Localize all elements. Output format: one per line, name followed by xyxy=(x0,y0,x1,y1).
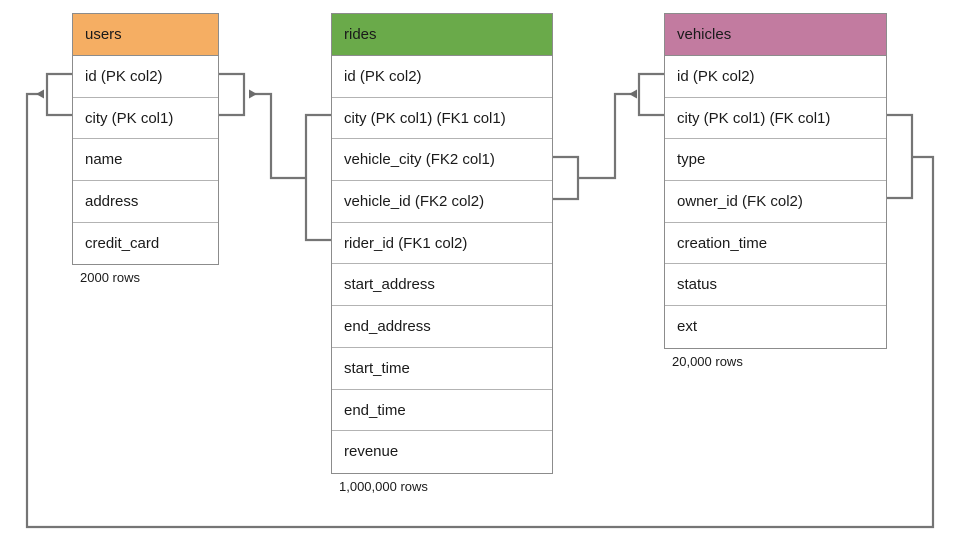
table-users-column-1[interactable]: city (PK col1) xyxy=(73,97,218,140)
table-vehicles-column-2[interactable]: type xyxy=(665,139,886,182)
connector-rides-left-bracket xyxy=(304,113,331,242)
connector-users-left-bracket xyxy=(45,72,72,117)
connector-vehicles-left-bracket xyxy=(637,72,664,117)
table-rides-column-0[interactable]: id (PK col2) xyxy=(332,56,552,98)
connector-vehicles-right-bracket xyxy=(887,113,914,200)
table-rides-column-4[interactable]: rider_id (FK1 col2) xyxy=(332,222,552,265)
table-users-row-count: 2000 rows xyxy=(80,270,140,285)
table-users[interactable]: users id (PK col2) city (PK col1) name a… xyxy=(72,13,219,266)
table-rides-column-9[interactable]: revenue xyxy=(332,431,552,473)
table-rides-header: rides xyxy=(332,14,552,56)
table-vehicles-row-count: 20,000 rows xyxy=(672,354,743,369)
table-rides-column-2[interactable]: vehicle_city (FK2 col1) xyxy=(332,139,552,182)
table-rides-column-7[interactable]: start_time xyxy=(332,347,552,390)
table-rides-row-count: 1,000,000 rows xyxy=(339,479,428,494)
table-rides-column-3[interactable]: vehicle_id (FK2 col2) xyxy=(332,181,552,223)
table-vehicles-header: vehicles xyxy=(665,14,886,56)
table-users-column-3[interactable]: address xyxy=(73,181,218,223)
table-users-column-0[interactable]: id (PK col2) xyxy=(73,56,218,98)
connector-users-right-bracket xyxy=(219,72,246,117)
table-users-header: users xyxy=(73,14,218,56)
table-vehicles-column-1[interactable]: city (PK col1) (FK col1) xyxy=(665,97,886,140)
table-vehicles-column-3[interactable]: owner_id (FK col2) xyxy=(665,181,886,223)
table-users-column-4[interactable]: credit_card xyxy=(73,222,218,265)
table-vehicles-column-5[interactable]: status xyxy=(665,264,886,307)
table-vehicles-column-0[interactable]: id (PK col2) xyxy=(665,56,886,98)
table-vehicles-column-6[interactable]: ext xyxy=(665,306,886,348)
table-rides-column-8[interactable]: end_time xyxy=(332,389,552,432)
table-rides-column-1[interactable]: city (PK col1) (FK1 col1) xyxy=(332,97,552,140)
table-vehicles-column-4[interactable]: creation_time xyxy=(665,222,886,265)
connector-rides-fk1-to-users xyxy=(249,89,306,180)
connector-rides-right-bracket xyxy=(553,155,580,201)
table-rides-column-5[interactable]: start_address xyxy=(332,264,552,307)
table-users-column-2[interactable]: name xyxy=(73,139,218,182)
table-rides-column-6[interactable]: end_address xyxy=(332,306,552,348)
connector-rides-fk2-to-vehicles xyxy=(578,89,637,180)
table-vehicles[interactable]: vehicles id (PK col2) city (PK col1) (FK… xyxy=(664,13,887,349)
table-rides[interactable]: rides id (PK col2) city (PK col1) (FK1 c… xyxy=(331,13,553,474)
